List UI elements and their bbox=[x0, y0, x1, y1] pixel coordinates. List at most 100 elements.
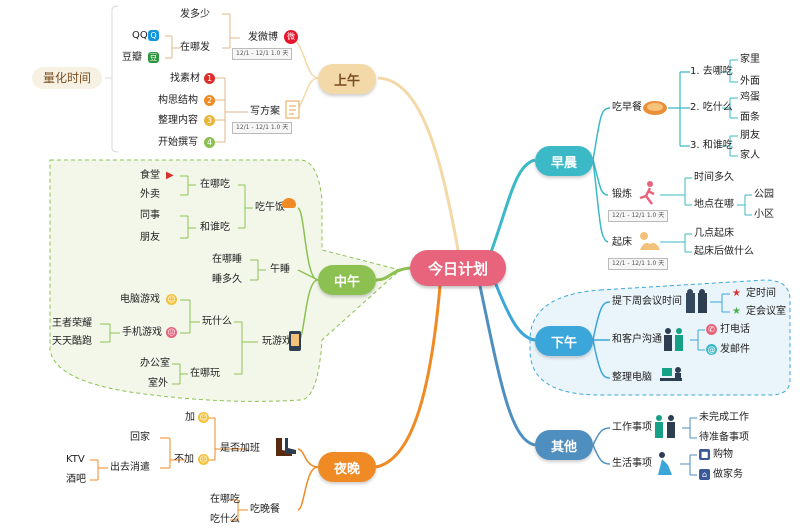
life-shopping[interactable]: 购物 bbox=[713, 449, 733, 460]
phone-device-icon bbox=[289, 331, 301, 351]
work-icon bbox=[655, 415, 675, 438]
lunch-canteen[interactable]: 食堂 bbox=[140, 170, 160, 181]
meeting-time[interactable]: 定时间 bbox=[746, 288, 776, 299]
getup-time[interactable]: 几点起床 bbox=[694, 228, 734, 239]
flag-icon: ▶ bbox=[166, 170, 174, 181]
exercise-icon bbox=[639, 181, 655, 205]
what-egg[interactable]: 鸡蛋 bbox=[740, 92, 760, 103]
douban-icon: 豆 bbox=[148, 52, 159, 63]
work-unfinished[interactable]: 未完成工作 bbox=[699, 412, 749, 423]
qq-label[interactable]: QQ bbox=[132, 30, 148, 41]
out-ktv[interactable]: KTV bbox=[66, 454, 85, 465]
where-home[interactable]: 家里 bbox=[740, 54, 760, 65]
star-green-icon: ★ bbox=[732, 306, 741, 317]
tidy-node[interactable]: 整理电脑 bbox=[612, 372, 652, 383]
game-what[interactable]: 玩什么 bbox=[202, 316, 232, 327]
plan-node[interactable]: 写方案 bbox=[250, 106, 280, 117]
plan-step-4[interactable]: 开始撰写 bbox=[158, 137, 198, 148]
game-honor[interactable]: 王者荣耀 bbox=[52, 318, 92, 329]
ot-no-icon: ☹ bbox=[198, 454, 209, 465]
with-family[interactable]: 家人 bbox=[740, 150, 760, 161]
call-phone[interactable]: 打电话 bbox=[720, 324, 750, 335]
getup-todo[interactable]: 起床后做什么 bbox=[694, 246, 754, 257]
breakfast-with[interactable]: 3. 和谁吃 bbox=[690, 140, 733, 151]
dinner-what[interactable]: 吃什么 bbox=[210, 514, 240, 525]
branch-morning[interactable]: 早晨 bbox=[535, 146, 593, 176]
food-icon bbox=[282, 198, 296, 208]
out-bar[interactable]: 酒吧 bbox=[66, 474, 86, 485]
phone-game[interactable]: 手机游戏 bbox=[122, 327, 162, 338]
breakfast-where[interactable]: 1. 去哪吃 bbox=[690, 66, 733, 77]
breakfast-what[interactable]: 2. 吃什么 bbox=[690, 102, 733, 113]
game-parkour[interactable]: 天天酷跑 bbox=[52, 336, 92, 347]
game-office[interactable]: 办公室 bbox=[140, 358, 170, 369]
exercise-node[interactable]: 锻炼 bbox=[612, 189, 632, 200]
place-community[interactable]: 小区 bbox=[754, 209, 774, 220]
branch-other[interactable]: 其他 bbox=[535, 430, 593, 460]
step-3-icon: 3 bbox=[204, 115, 215, 126]
game-outdoor[interactable]: 室外 bbox=[148, 378, 168, 389]
where-out[interactable]: 外面 bbox=[740, 76, 760, 87]
send-mail[interactable]: 发邮件 bbox=[720, 344, 750, 355]
game-node[interactable]: 玩游戏 bbox=[262, 336, 292, 347]
branch-forenoon[interactable]: 上午 bbox=[318, 64, 376, 94]
client-icon bbox=[664, 328, 683, 351]
lunch-friend[interactable]: 朋友 bbox=[140, 232, 160, 243]
branch-evening[interactable]: 夜晚 bbox=[318, 452, 376, 482]
life-housework[interactable]: 做家务 bbox=[713, 469, 743, 480]
weibo-icon: 微 bbox=[284, 30, 298, 44]
go-out[interactable]: 出去消遣 bbox=[110, 462, 150, 473]
phone-icon: ✆ bbox=[706, 324, 717, 335]
lunch-node[interactable]: 吃午饭 bbox=[255, 202, 285, 213]
nap-node[interactable]: 午睡 bbox=[270, 264, 290, 275]
lunch-takeout[interactable]: 外卖 bbox=[140, 189, 160, 200]
overtime-node[interactable]: 是否加班 bbox=[220, 443, 260, 454]
ot-no[interactable]: 不加 bbox=[174, 454, 194, 465]
place-park[interactable]: 公园 bbox=[754, 189, 774, 200]
getup-icon bbox=[640, 232, 660, 250]
go-home[interactable]: 回家 bbox=[130, 432, 150, 443]
exercise-place[interactable]: 地点在哪 bbox=[694, 199, 734, 210]
branch-afternoon[interactable]: 下午 bbox=[535, 326, 593, 356]
lunch-colleague[interactable]: 同事 bbox=[140, 210, 160, 221]
game-where[interactable]: 在哪玩 bbox=[190, 368, 220, 379]
qq-icon: Q bbox=[148, 30, 159, 41]
life-node[interactable]: 生活事项 bbox=[612, 458, 652, 469]
center-node[interactable]: 今日计划 bbox=[410, 250, 506, 286]
afternoon-region bbox=[529, 279, 791, 396]
client-node[interactable]: 和客户沟通 bbox=[612, 334, 662, 345]
boots-icon bbox=[276, 438, 296, 456]
exercise-duration[interactable]: 时间多久 bbox=[694, 172, 734, 183]
what-noodle[interactable]: 面条 bbox=[740, 112, 760, 123]
plan-step-3[interactable]: 整理内容 bbox=[158, 115, 198, 126]
lunch-with[interactable]: 和谁吃 bbox=[200, 222, 230, 233]
branch-noon[interactable]: 中午 bbox=[318, 265, 376, 295]
lunch-where[interactable]: 在哪吃 bbox=[200, 179, 230, 190]
weibo-node[interactable]: 发微博 bbox=[248, 32, 278, 43]
getup-node[interactable]: 起床 bbox=[612, 237, 632, 248]
plan-step-2[interactable]: 构思结构 bbox=[158, 95, 198, 106]
weibo-where[interactable]: 在哪发 bbox=[180, 42, 210, 53]
nap-where[interactable]: 在哪睡 bbox=[212, 254, 242, 265]
quantify-time[interactable]: 量化时间 bbox=[32, 67, 102, 89]
ot-yes-icon: ☺ bbox=[198, 412, 209, 423]
nap-howlong[interactable]: 睡多久 bbox=[212, 274, 242, 285]
weibo-howmany[interactable]: 发多少 bbox=[180, 9, 210, 20]
breakfast-node[interactable]: 吃早餐 bbox=[612, 102, 642, 113]
smile-icon: ☺ bbox=[166, 294, 177, 305]
pc-game[interactable]: 电脑游戏 bbox=[120, 294, 160, 305]
douban-label[interactable]: 豆瓣 bbox=[122, 52, 142, 63]
work-node[interactable]: 工作事项 bbox=[612, 422, 652, 433]
with-friend[interactable]: 朋友 bbox=[740, 130, 760, 141]
plan-step-1[interactable]: 找素材 bbox=[170, 73, 200, 84]
meeting-room[interactable]: 定会议室 bbox=[746, 306, 786, 317]
meeting-node[interactable]: 提下周会议时间 bbox=[612, 296, 682, 307]
step-4-icon: 4 bbox=[204, 137, 215, 148]
sad-icon: ☹ bbox=[166, 327, 177, 338]
dinner-node[interactable]: 吃晚餐 bbox=[250, 504, 280, 515]
work-pending[interactable]: 待准备事项 bbox=[699, 432, 749, 443]
dinner-where[interactable]: 在哪吃 bbox=[210, 494, 240, 505]
ot-yes[interactable]: 加 bbox=[185, 412, 195, 423]
